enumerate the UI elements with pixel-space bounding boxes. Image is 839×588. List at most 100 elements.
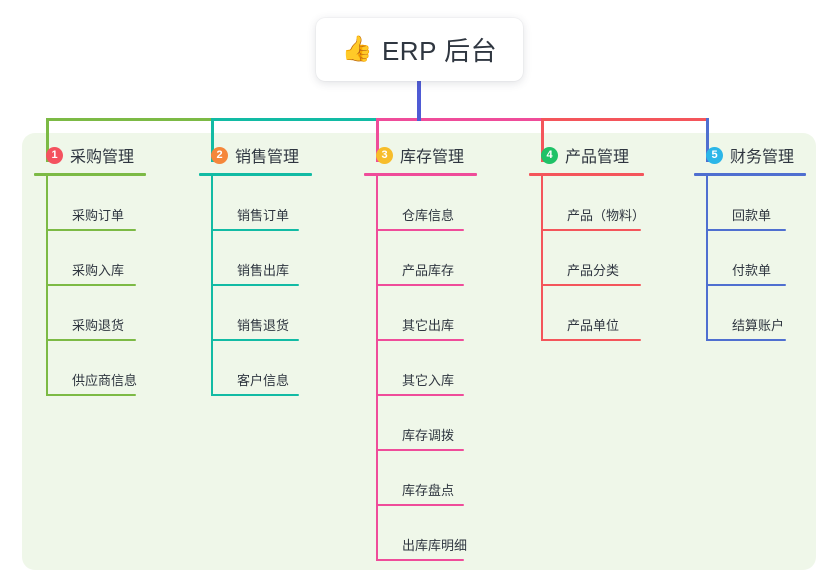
connector-bar-segment-3 — [376, 118, 544, 121]
leaf-item[interactable]: 销售订单 — [211, 176, 347, 231]
branch-column-1: 1 采购管理采购订单采购入库采购退货供应商信息 — [34, 143, 184, 396]
leaf-item[interactable]: 库存盘点 — [376, 451, 512, 506]
leaf-rule — [541, 229, 641, 231]
leaf-item[interactable]: 销售出库 — [211, 231, 347, 286]
leaf-item[interactable]: 出库库明细 — [376, 506, 512, 561]
branch-header-1[interactable]: 1 采购管理 — [34, 143, 184, 167]
leaf-label: 产品库存 — [402, 263, 455, 278]
connector-drop-1 — [46, 118, 49, 162]
leaf-label: 采购入库 — [72, 263, 125, 278]
leaf-rule — [706, 284, 786, 286]
leaf-item[interactable]: 仓库信息 — [376, 176, 512, 231]
leaf-item[interactable]: 采购订单 — [46, 176, 184, 231]
leaf-label: 库存调拨 — [402, 428, 455, 443]
leaf-label: 库存盘点 — [402, 483, 455, 498]
root-title: ERP 后台 — [381, 36, 498, 66]
leaf-rule — [211, 284, 299, 286]
leaf-item[interactable]: 库存调拨 — [376, 396, 512, 451]
leaf-label: 付款单 — [732, 263, 772, 278]
leaf-rule — [376, 394, 464, 396]
branch-title-4: 产品管理 — [565, 149, 630, 166]
leaf-item[interactable]: 付款单 — [706, 231, 829, 286]
leaf-item[interactable]: 回款单 — [706, 176, 829, 231]
leaf-rule — [376, 284, 464, 286]
leaf-rule — [541, 284, 641, 286]
branch-spine-4 — [541, 176, 543, 341]
leaf-rule — [46, 284, 136, 286]
leaf-label: 销售出库 — [237, 263, 290, 278]
branch-title-5: 财务管理 — [730, 149, 795, 166]
leaf-label: 仓库信息 — [402, 208, 455, 223]
connector-drop-2 — [211, 118, 214, 162]
branch-spine-5 — [706, 176, 708, 341]
leaf-item[interactable]: 采购退货 — [46, 286, 184, 341]
branch-header-3[interactable]: 3 库存管理 — [364, 143, 512, 167]
leaf-item[interactable]: 产品分类 — [541, 231, 681, 286]
leaf-label: 供应商信息 — [72, 373, 138, 388]
branch-tree-1: 采购订单采购入库采购退货供应商信息 — [46, 176, 184, 396]
leaf-item[interactable]: 销售退货 — [211, 286, 347, 341]
branch-tree-3: 仓库信息产品库存其它出库其它入库库存调拨库存盘点出库库明细 — [376, 176, 512, 561]
branch-column-2: 2 销售管理销售订单销售出库销售退货客户信息 — [199, 143, 347, 396]
connector-bar-segment-1 — [46, 118, 214, 121]
leaf-rule — [46, 339, 136, 341]
leaf-label: 其它入库 — [402, 373, 455, 388]
branch-header-rule-2 — [199, 173, 312, 176]
leaf-label: 结算账户 — [732, 318, 785, 333]
leaf-label: 回款单 — [732, 208, 772, 223]
leaf-rule — [46, 394, 136, 396]
branch-tree-5: 回款单付款单结算账户 — [706, 176, 829, 341]
leaf-item[interactable]: 产品库存 — [376, 231, 512, 286]
leaf-label: 销售订单 — [237, 208, 290, 223]
leaf-item[interactable]: 其它入库 — [376, 341, 512, 396]
leaf-rule — [706, 339, 786, 341]
branch-title-3: 库存管理 — [400, 149, 465, 166]
leaf-label: 采购退货 — [72, 318, 125, 333]
leaf-label: 产品单位 — [567, 318, 620, 333]
connector-drop-5 — [706, 118, 709, 162]
connector-drop-4 — [541, 118, 544, 162]
leaf-item[interactable]: 客户信息 — [211, 341, 347, 396]
leaf-item[interactable]: 产品（物料） — [541, 176, 681, 231]
leaf-rule — [376, 559, 464, 561]
branch-badge-1: 1 — [46, 146, 63, 164]
branch-header-4[interactable]: 4 产品管理 — [529, 143, 681, 167]
leaf-label: 产品（物料） — [567, 208, 646, 223]
leaf-item[interactable]: 产品单位 — [541, 286, 681, 341]
leaf-label: 采购订单 — [72, 208, 125, 223]
connector-drop-3 — [376, 118, 379, 162]
leaf-rule — [211, 229, 299, 231]
branch-badge-2: 2 — [211, 146, 228, 164]
branch-header-rule-4 — [529, 173, 644, 176]
leaf-rule — [376, 229, 464, 231]
branch-column-4: 4 产品管理产品（物料） 产品分类产品单位 — [529, 143, 681, 341]
leaf-rule — [376, 339, 464, 341]
leaf-item[interactable]: 供应商信息 — [46, 341, 184, 396]
connector-bar-segment-2 — [211, 118, 379, 121]
leaf-label: 产品分类 — [567, 263, 620, 278]
branch-badge-4: 4 — [541, 146, 558, 164]
leaf-rule — [211, 339, 299, 341]
leaf-item[interactable]: 其它出库 — [376, 286, 512, 341]
branch-header-2[interactable]: 2 销售管理 — [199, 143, 347, 167]
thumbs-up-icon: 👍 — [341, 35, 373, 63]
leaf-label: 出库库明细 — [402, 538, 468, 553]
leaf-label: 销售退货 — [237, 318, 290, 333]
branches-panel — [22, 133, 816, 570]
leaf-rule — [706, 229, 786, 231]
branch-header-rule-1 — [34, 173, 146, 176]
branch-title-2: 销售管理 — [235, 149, 300, 166]
branch-badge-3: 3 — [376, 146, 393, 164]
branch-title-1: 采购管理 — [70, 149, 135, 166]
leaf-item[interactable]: 结算账户 — [706, 286, 829, 341]
branch-header-rule-3 — [364, 173, 477, 176]
connector-bar-segment-4 — [541, 118, 709, 121]
branch-column-3: 3 库存管理仓库信息产品库存其它出库其它入库库存调拨库存盘点出库库明细 — [364, 143, 512, 561]
root-node[interactable]: 👍 ERP 后台 — [316, 18, 523, 81]
leaf-item[interactable]: 采购入库 — [46, 231, 184, 286]
root-stem — [417, 81, 421, 121]
branch-tree-4: 产品（物料） 产品分类产品单位 — [541, 176, 681, 341]
